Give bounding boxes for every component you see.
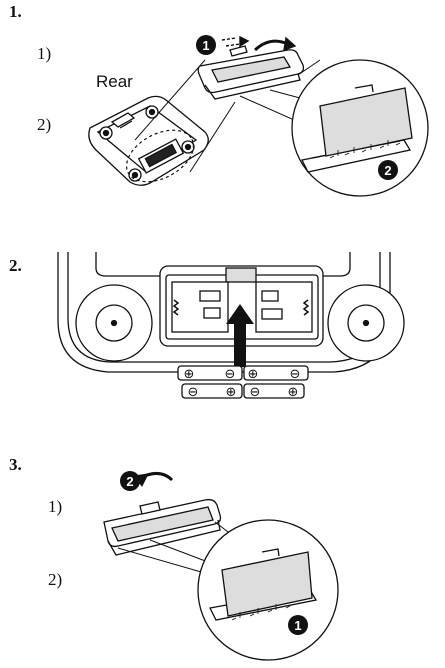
step-3-badge-2: 2 xyxy=(120,471,140,491)
battery-sign-4: ⊖ xyxy=(290,367,301,382)
battery-compartment xyxy=(159,265,324,347)
step-1-sub-2: 2) xyxy=(37,115,52,134)
battery-sign-6: ⊕ xyxy=(226,385,237,400)
battery-sign-3: ⊕ xyxy=(248,367,259,382)
step-3-number: 3. xyxy=(9,455,22,474)
speaker-right xyxy=(327,284,405,362)
step-1-illustration: 1 2 xyxy=(88,35,429,197)
step-3-sub-2: 2) xyxy=(48,570,63,589)
step-1-sub-1: 1) xyxy=(37,44,52,63)
battery-sign-7: ⊖ xyxy=(250,385,261,400)
step-1-badge-1: 1 xyxy=(196,35,216,55)
battery-sign-1: ⊕ xyxy=(184,367,195,382)
svg-text:2: 2 xyxy=(126,474,133,489)
insert-arrow xyxy=(226,304,254,367)
battery-cover-closing xyxy=(103,498,222,556)
step-3-badge-1: 1 xyxy=(288,615,308,635)
step-2-illustration: ⊕ ⊖ ⊕ ⊖ ⊖ ⊕ ⊖ ⊕ xyxy=(57,252,405,400)
svg-text:1: 1 xyxy=(202,38,209,53)
battery-area-highlight xyxy=(125,129,195,183)
svg-text:2: 2 xyxy=(384,163,391,178)
step-2-number: 2. xyxy=(9,256,22,275)
step-1-number: 1. xyxy=(9,2,22,21)
battery-cover-closed xyxy=(197,45,305,100)
device-rear-view xyxy=(88,95,209,186)
battery-sign-8: ⊕ xyxy=(288,385,299,400)
batteries xyxy=(177,365,309,399)
step-3-sub-1: 1) xyxy=(48,497,63,516)
svg-text:1: 1 xyxy=(294,618,301,633)
magnified-closing-cover xyxy=(197,519,339,661)
magnified-open-cover xyxy=(291,59,429,197)
step-1-badge-2: 2 xyxy=(378,160,398,180)
battery-sign-5: ⊖ xyxy=(188,385,199,400)
speaker-left xyxy=(75,284,153,362)
battery-sign-2: ⊖ xyxy=(225,367,236,382)
cover-slide-arrows xyxy=(221,35,297,52)
rear-label: Rear xyxy=(96,72,133,91)
